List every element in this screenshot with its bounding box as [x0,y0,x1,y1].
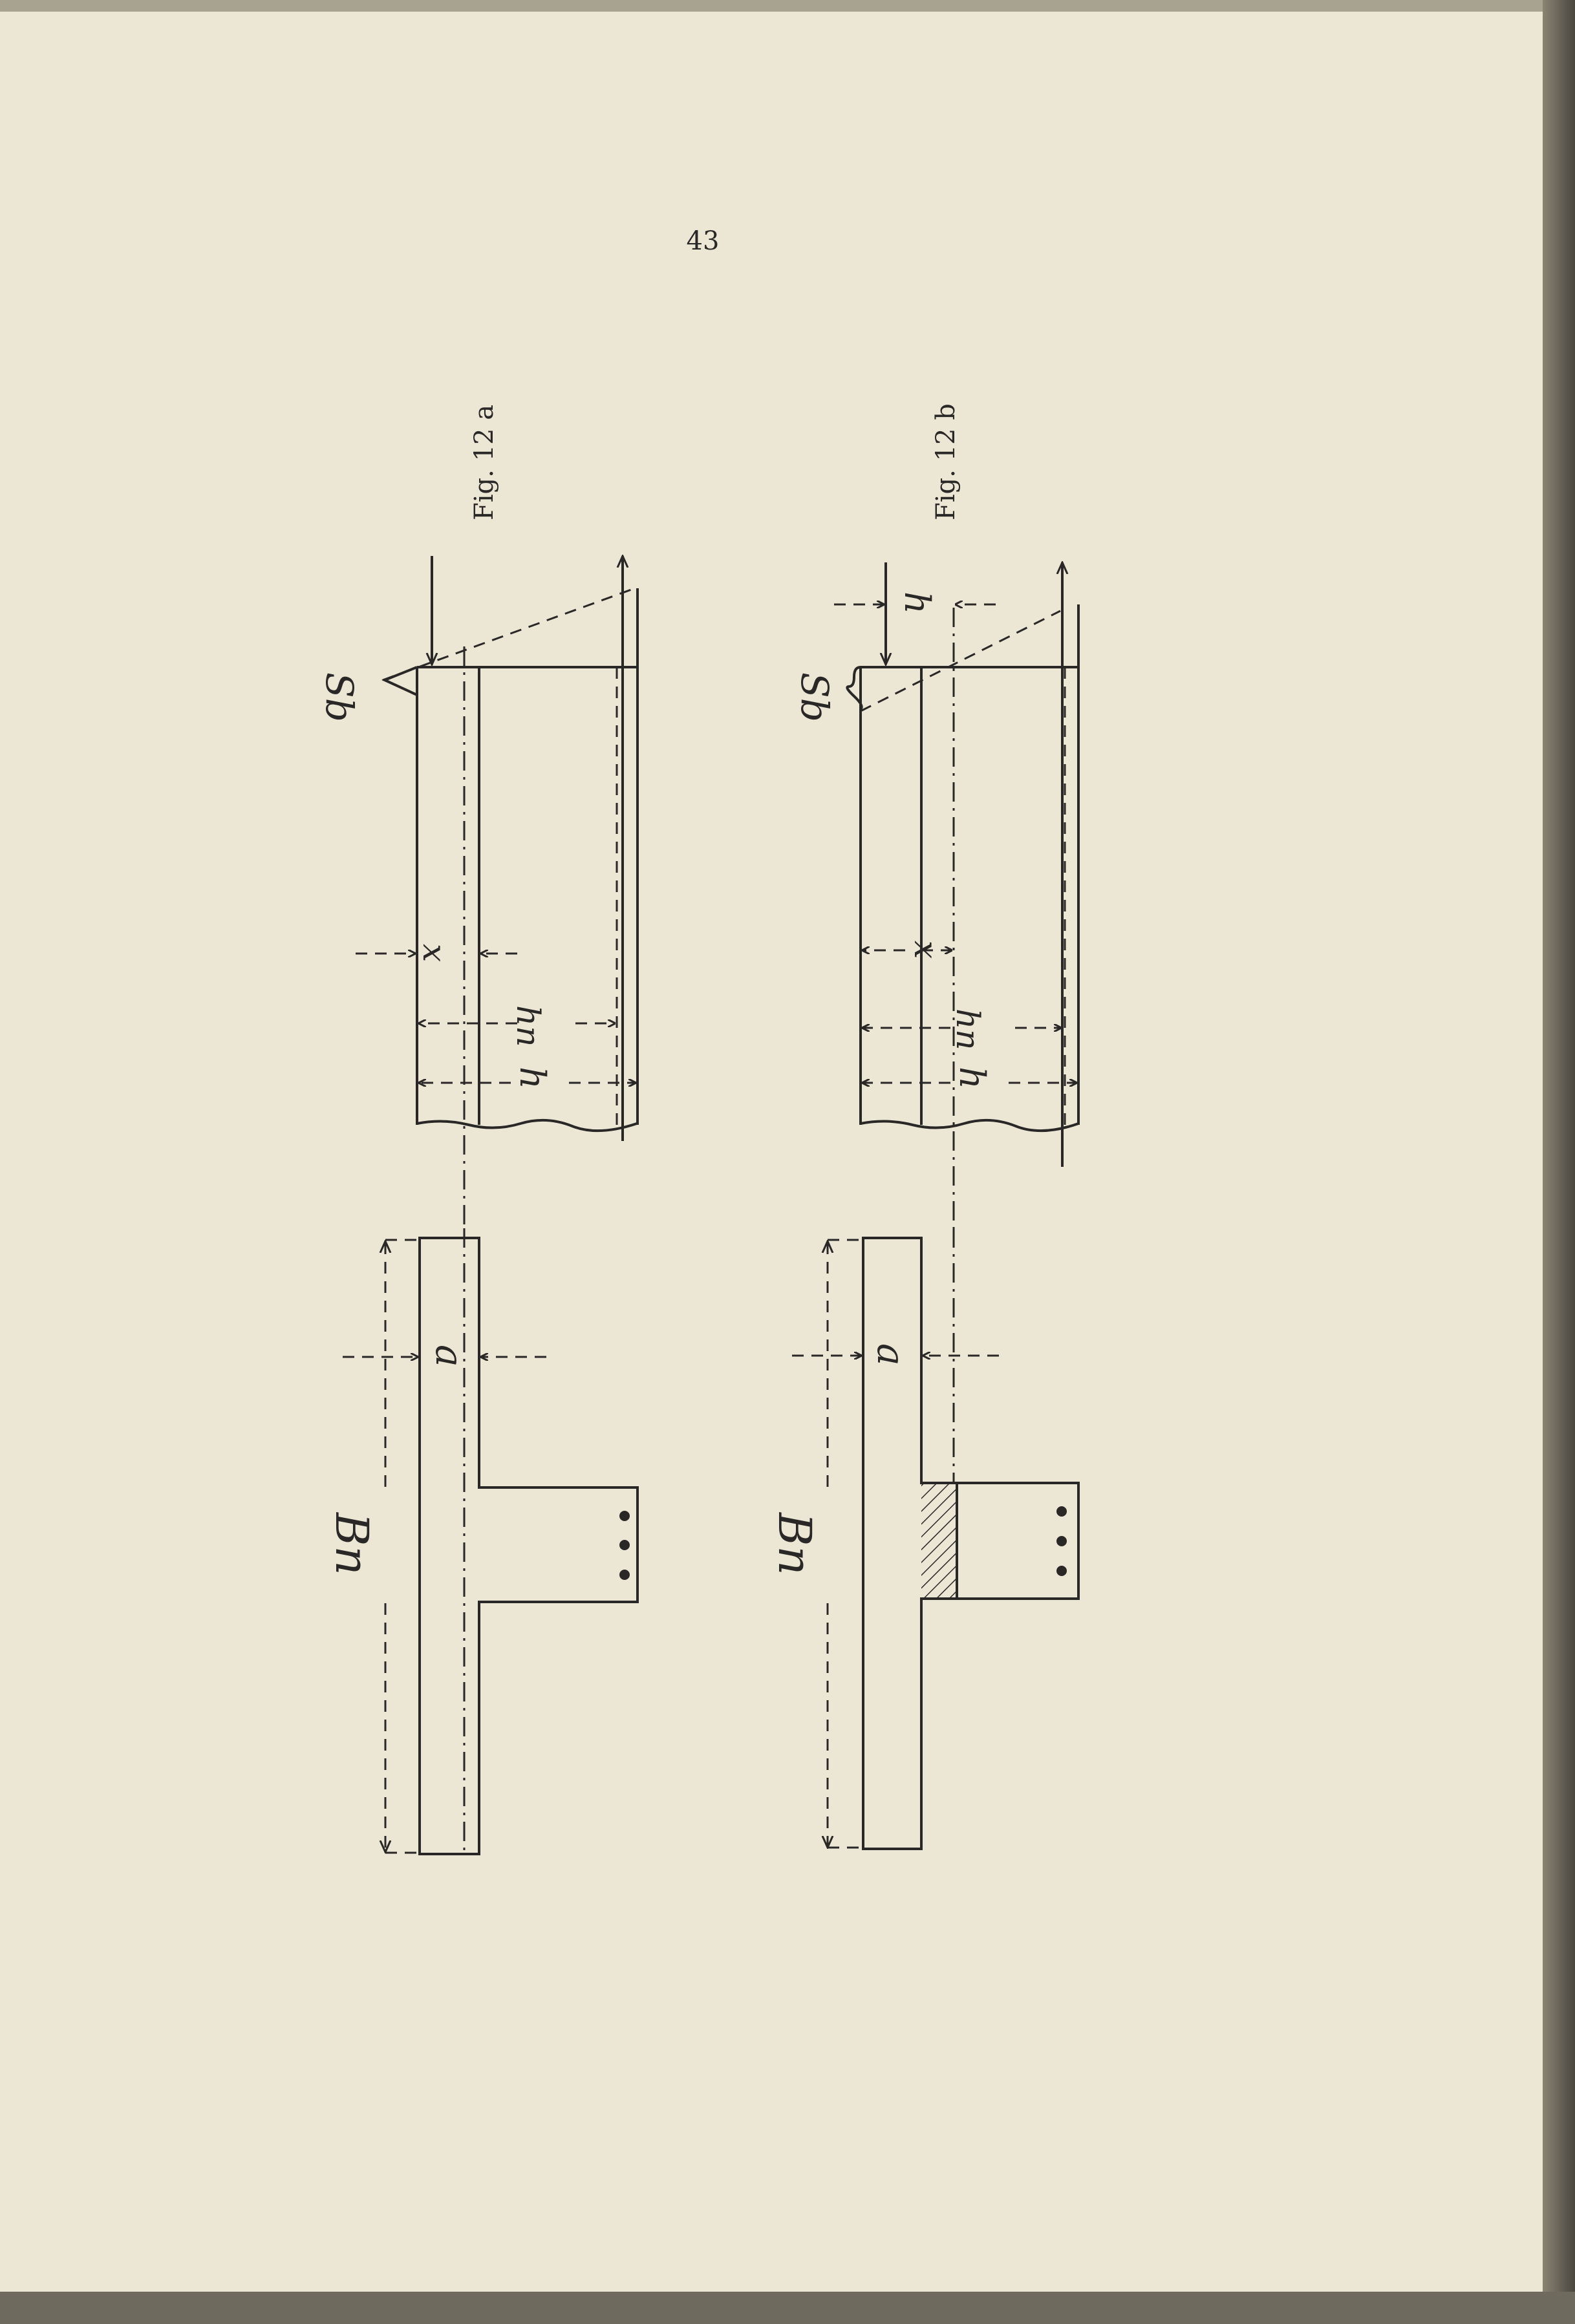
hatched-area [921,1483,957,1599]
beam-elevation: Sb x hn h [317,556,639,1228]
dim-label-bn: Bn [325,1511,378,1575]
book-top-edge [0,0,1575,14]
dim-label-hn: hn [949,1008,987,1050]
dim-label-a: a [427,1345,471,1367]
book-page [0,12,1543,2292]
t-beam-section: Bn a [768,1228,1080,1850]
figure-caption: Fig. 12 a [469,405,499,520]
dim-label-x: x [416,944,453,962]
page-number: 43 [687,226,720,256]
dim-label-h: h [512,1067,553,1089]
dim-label-a: a [869,1343,913,1366]
beam-elevation: Sb h x hn h [793,562,1080,1228]
figure-caption: Fig. 12 b [931,403,961,520]
dim-label-bn: Bn [768,1511,821,1575]
figure-12a: Fig. 12 a Sb x hn h [317,405,639,1855]
dim-label-hn: hn [509,1005,547,1047]
book-binding [1543,0,1575,2324]
dim-label-x: x [907,941,945,959]
force-label-sb: Sb [317,672,361,722]
dim-label-h: h [952,1067,992,1089]
force-label-sb: Sb [793,672,837,722]
figure-12b: Fig. 12 b Sb h x hn h [768,403,1080,1850]
t-beam-section: Bn a [325,1228,639,1855]
dim-label-h-top: h [897,592,938,614]
book-bottom-edge [0,2292,1575,2324]
